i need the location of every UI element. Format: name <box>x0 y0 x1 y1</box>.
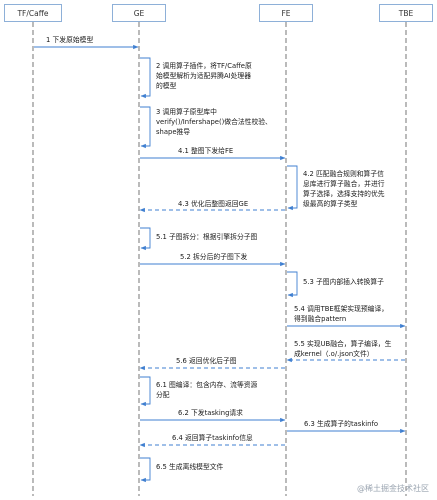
message-2-label-line1: 2 调用算子插件，将TF/Caffe原 <box>156 62 252 70</box>
message-5-5-label-line1: 5.5 实现UB融合，算子编译，生 <box>294 340 392 348</box>
arrow-5-3-self <box>287 271 298 298</box>
participant-tbe: TBE <box>379 4 433 22</box>
message-4-2-label-line3: 算子选择，选择支持的优先 <box>303 190 385 198</box>
message-5-3-label: 5.3 子图内部插入转换算子 <box>303 278 384 286</box>
participant-tf: TF/Caffe <box>4 4 62 22</box>
message-6-1-label-line1: 6.1 图编译：包含内存、流等资源 <box>156 381 258 389</box>
arrow-2-self <box>140 57 151 99</box>
message-3-label-line3: shape推导 <box>156 128 191 136</box>
message-5-5-label-line2: 成kernel（.o/.json文件） <box>294 350 374 358</box>
message-4-1-label: 4.1 整图下发给FE <box>178 147 234 155</box>
message-5-4-label-line2: 得到融合pattern <box>294 315 347 323</box>
participant-ge-label: GE <box>133 8 145 18</box>
watermark: @稀土掘金技术社区 <box>357 484 429 493</box>
message-4-2-label-line4: 级最高的算子类型 <box>303 200 358 208</box>
participant-tbe-label: TBE <box>398 8 414 18</box>
message-3-label-line2: verify()/Infershape()做合法性校验、 <box>156 118 272 126</box>
participant-fe-label: FE <box>281 8 291 18</box>
message-6-4-label: 6.4 返回算子taskinfo信息 <box>172 434 253 442</box>
message-4-2-label-line1: 4.2 匹配融合规则和算子信 <box>303 170 384 178</box>
message-1-label: 1 下发原始模型 <box>46 36 94 44</box>
arrow-3-self <box>140 106 151 149</box>
arrow-5-1-self <box>140 227 151 251</box>
message-4-3-label: 4.3 优化后整图返回GE <box>178 200 249 208</box>
message-2-label-line2: 始模型解析为适配昇腾AI处理器 <box>156 72 252 80</box>
participant-ge: GE <box>112 4 166 22</box>
message-6-2-label: 6.2 下发tasking请求 <box>178 409 243 417</box>
message-5-6-label: 5.6 返回优化后子图 <box>176 357 237 365</box>
message-6-5-label: 6.5 生成离线模型文件 <box>156 463 224 471</box>
arrow-6-5-self <box>140 457 151 483</box>
message-4-2-label-line2: 息库进行算子融合，并进行 <box>303 180 385 188</box>
participant-fe: FE <box>259 4 313 22</box>
message-6-3-label: 6.3 生成算子的taskinfo <box>304 420 379 428</box>
participant-tf-label: TF/Caffe <box>17 8 49 18</box>
message-6-1-label-line2: 分配 <box>156 391 170 399</box>
message-5-2-label: 5.2 拆分后的子图下发 <box>180 253 248 261</box>
message-5-1-label: 5.1 子图拆分：根据引擎拆分子图 <box>156 233 258 241</box>
arrow-4-2-self <box>287 165 298 211</box>
arrow-6-1-self <box>140 376 151 407</box>
message-3-label-line1: 3 调用算子原型库中 <box>156 108 217 116</box>
message-5-4-label-line1: 5.4 调用TBE框架实现预编译， <box>294 305 389 313</box>
message-2-label-line3: 的模型 <box>156 82 177 90</box>
